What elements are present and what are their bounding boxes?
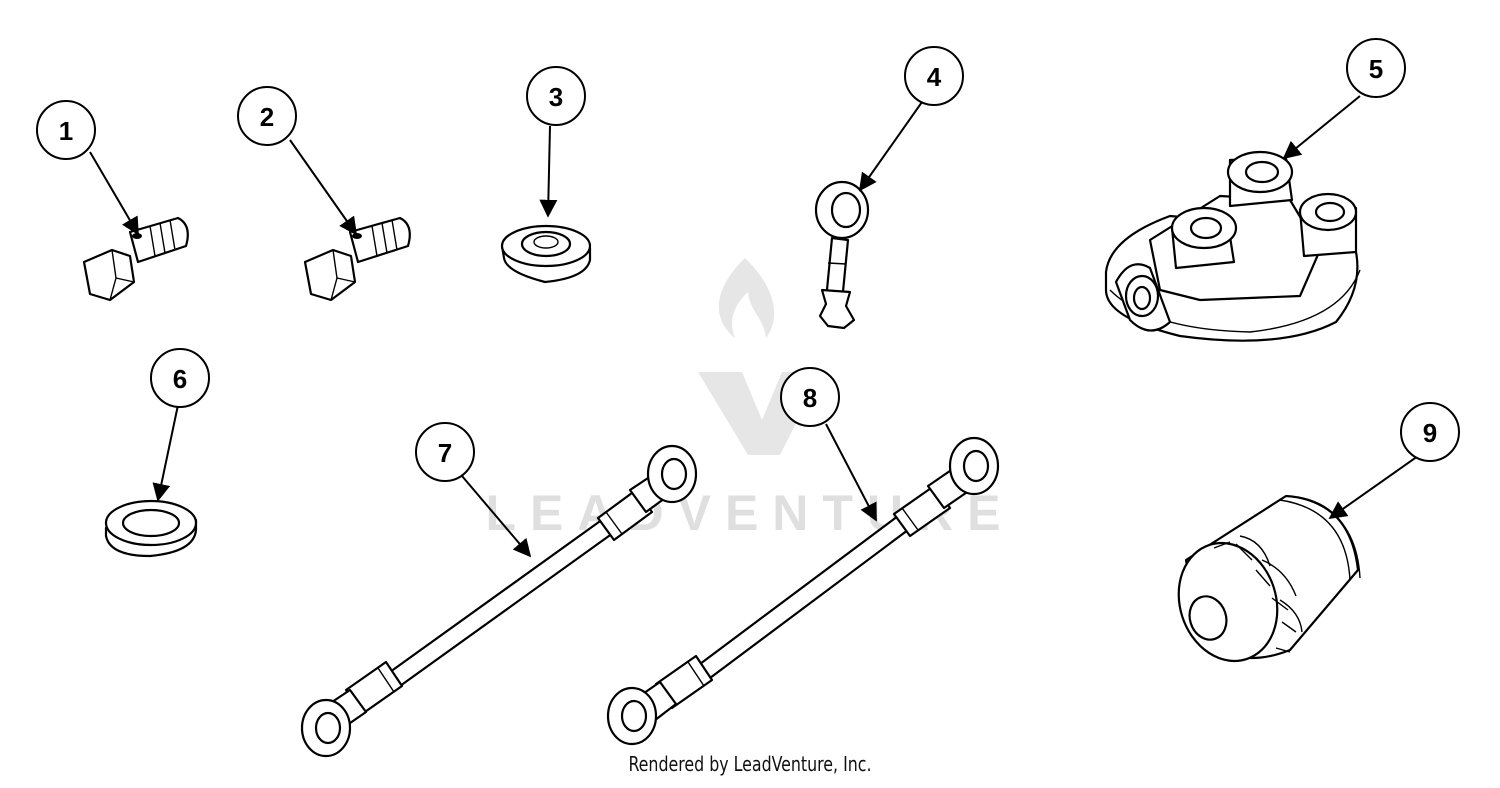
leader-3	[539, 125, 558, 218]
callout-number: 2	[260, 102, 274, 132]
callout-number: 8	[803, 383, 817, 413]
callout-4: 4	[904, 46, 964, 106]
callout-3: 3	[526, 66, 586, 126]
part-9-oil-filter	[1177, 494, 1361, 663]
callout-number: 4	[927, 62, 942, 92]
callout-2: 2	[237, 86, 297, 146]
leader-8	[825, 423, 877, 522]
leader-6	[152, 404, 179, 502]
callout-7: 7	[415, 422, 475, 482]
part-5-filter-head	[1104, 150, 1361, 342]
callout-leaders	[89, 95, 1419, 558]
callout-8: 8	[780, 367, 840, 427]
callout-9: 9	[1400, 402, 1460, 462]
leader-7	[461, 475, 532, 558]
callout-number: 7	[438, 438, 452, 468]
part-1-banjo-bolt	[82, 216, 189, 302]
callout-6: 6	[150, 348, 210, 408]
part-3-grommet	[500, 224, 592, 284]
render-credit: Rendered by LeadVenture, Inc.	[628, 752, 872, 776]
leader-4	[858, 101, 923, 192]
part-7-oil-line	[300, 444, 698, 758]
leader-5	[1282, 95, 1361, 160]
callout-number: 1	[59, 116, 73, 146]
callout-number: 9	[1423, 418, 1437, 448]
part-6-washer	[104, 499, 198, 558]
callout-5: 5	[1346, 38, 1406, 98]
callout-number: 6	[173, 364, 187, 394]
leader-9	[1328, 455, 1419, 520]
callout-number: 3	[549, 82, 563, 112]
leader-2	[289, 139, 358, 236]
callout-1: 1	[36, 100, 96, 160]
part-2-banjo-bolt	[303, 216, 411, 302]
callout-number: 5	[1369, 54, 1383, 84]
leader-1	[89, 151, 139, 236]
part-4-banjo-fitting	[814, 180, 870, 330]
part-8-oil-line	[606, 436, 1000, 746]
